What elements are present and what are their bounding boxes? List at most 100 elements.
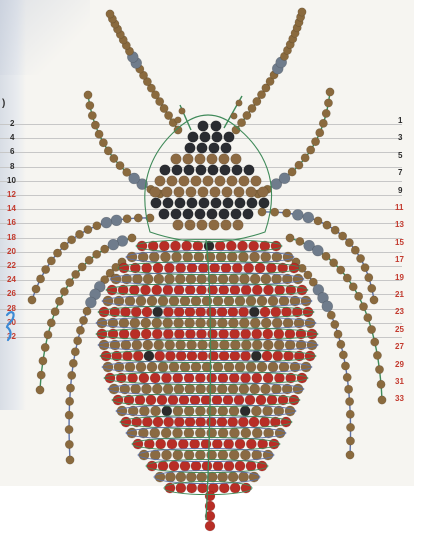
abdomen-bead <box>224 461 234 471</box>
leg-rear-right-bead <box>346 423 354 431</box>
abdomen-bead <box>249 417 259 427</box>
abdomen-bead <box>241 428 251 438</box>
leg-front-left-bead <box>91 121 99 129</box>
leg-mid-left-2-bead <box>92 250 100 258</box>
abdomen-bead <box>178 439 188 449</box>
abdomen-bead <box>184 318 194 328</box>
abdomen-bead <box>238 307 248 317</box>
head-bead <box>211 121 222 132</box>
abdomen-bead <box>101 351 111 361</box>
abdomen-bead <box>150 428 160 438</box>
abdomen-bead <box>303 307 313 317</box>
abdomen-bead <box>268 362 278 372</box>
abdomen-bead <box>153 417 163 427</box>
leg-mid-left-1-bead <box>41 265 49 273</box>
leg-front-left-bead <box>116 161 124 169</box>
abdomen-bead <box>207 406 217 416</box>
head-bead <box>215 176 226 187</box>
leg-front-left-bead <box>104 147 112 155</box>
abdomen-bead <box>176 472 186 482</box>
abdomen-bead <box>168 395 178 405</box>
leg-rear-right-bead <box>346 451 354 459</box>
abdomen-bead <box>146 395 156 405</box>
abdomen-bead <box>191 461 201 471</box>
leg-rear-left-bead <box>73 337 81 345</box>
abdomen-bead <box>197 483 207 493</box>
abdomen-bead <box>216 252 226 262</box>
abdomen-bead <box>263 285 273 295</box>
abdomen-bead <box>240 450 250 460</box>
head-bead <box>187 198 198 209</box>
abdomen-bead <box>187 483 197 493</box>
abdomen-bead <box>105 373 115 383</box>
abdomen-bead <box>133 351 143 361</box>
abdomen-bead <box>252 340 262 350</box>
leg-mid-left-2-bead <box>72 270 80 278</box>
abdomen-bead <box>213 362 223 372</box>
leg-mid-left-1-bead <box>67 236 75 244</box>
abdomen-bead <box>154 340 164 350</box>
abdomen-bead <box>206 307 216 317</box>
abdomen-bead <box>191 362 201 372</box>
leg-mid-right-1-bead <box>323 221 331 229</box>
abdomen-bead <box>165 351 175 361</box>
abdomen-bead <box>186 274 196 284</box>
abdomen-bead <box>185 329 195 339</box>
abdomen-bead <box>293 274 303 284</box>
abdomen-bead <box>132 340 142 350</box>
leg-rear-left-bead <box>65 440 73 448</box>
abdomen-bead <box>263 373 273 383</box>
abdomen-bead <box>301 362 311 372</box>
head-bead <box>196 165 207 176</box>
abdomen-bead <box>127 252 137 262</box>
abdomen-bead <box>241 340 251 350</box>
abdomen-bead <box>250 384 260 394</box>
head-bead <box>210 187 221 198</box>
abdomen-bead <box>185 417 195 427</box>
abdomen-bead <box>97 329 107 339</box>
leg-mid-left-1-bead <box>60 242 68 250</box>
abdomen-bead <box>125 362 135 372</box>
leg-front-left-bead <box>110 154 118 162</box>
abdomen-bead <box>195 428 205 438</box>
head-bead <box>174 187 185 198</box>
abdomen-bead <box>121 340 131 350</box>
leg-mid-right-1-bead <box>303 212 314 223</box>
abdomen-bead <box>217 384 227 394</box>
abdomen-bead <box>218 373 228 383</box>
abdomen-bead <box>228 307 238 317</box>
abdomen-bead <box>165 472 175 482</box>
leg-mid-left-1-bead <box>93 222 101 230</box>
abdomen-bead <box>153 307 163 317</box>
thread-layer <box>32 12 382 460</box>
head-bead <box>232 165 243 176</box>
abdomen-bead <box>257 362 267 372</box>
abdomen-bead <box>229 406 239 416</box>
abdomen-bead <box>251 351 261 361</box>
abdomen-bead <box>180 461 190 471</box>
abdomen-bead <box>131 307 141 317</box>
abdomen-bead <box>191 296 201 306</box>
abdomen-bead <box>206 318 216 328</box>
abdomen-bead <box>154 274 164 284</box>
leg-front-right-bead <box>316 129 324 137</box>
abdomen-bead <box>139 373 149 383</box>
head-bead <box>222 187 233 198</box>
abdomen-bead <box>240 373 250 383</box>
leg-mid-left-1-bead <box>75 230 83 238</box>
abdomen-bead <box>103 296 113 306</box>
abdomen-bead <box>261 252 271 262</box>
abdomen-bead <box>193 241 203 251</box>
head-bead <box>185 220 196 231</box>
head-bead <box>200 132 211 143</box>
abdomen-bead <box>266 263 276 273</box>
abdomen-bead <box>212 395 222 405</box>
abdomen-bead <box>213 296 223 306</box>
abdomen-bead <box>174 417 184 427</box>
leg-mid-left-1-bead <box>134 214 142 222</box>
head-bead <box>246 187 257 198</box>
leg-antenna-left-bead <box>106 10 114 18</box>
leg-antenna-left-bead <box>174 126 182 134</box>
leg-front-left-bead <box>123 168 131 176</box>
leg-mid-left-2-bead <box>41 343 49 351</box>
